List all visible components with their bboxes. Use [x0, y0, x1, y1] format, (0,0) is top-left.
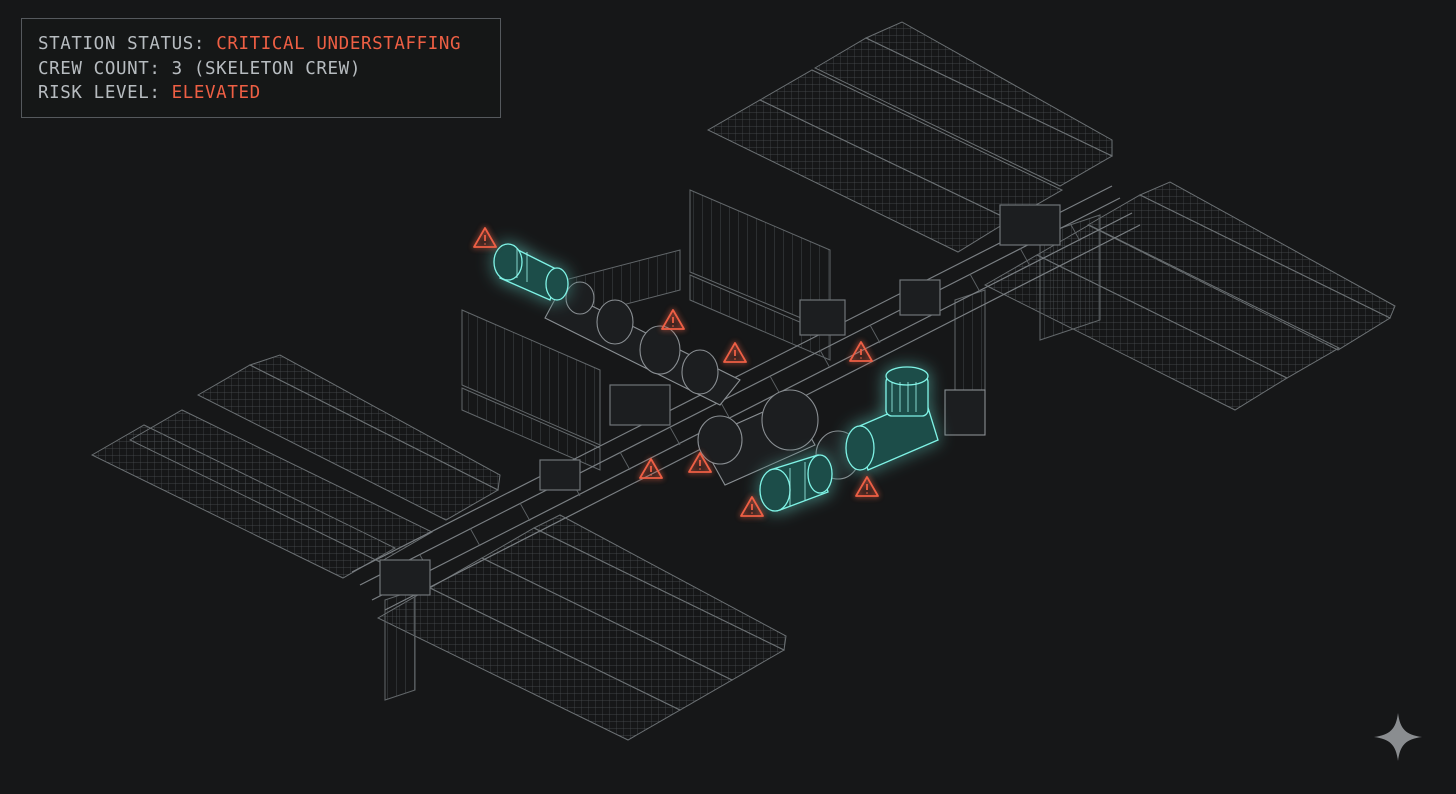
crew-count-value: 3 (SKELETON CREW): [172, 59, 361, 79]
radiator-panel: [385, 590, 415, 700]
truss-box: [1000, 205, 1060, 245]
warning-triangle-icon: [741, 497, 763, 516]
risk-level-value: ELEVATED: [172, 83, 261, 103]
truss-box: [540, 460, 580, 490]
truss-box: [900, 280, 940, 315]
truss-box: [800, 300, 845, 335]
node-module: [682, 350, 718, 394]
truss-box: [380, 560, 430, 595]
service-box: [945, 390, 985, 435]
lab-module-end: [698, 416, 742, 464]
warning-triangle-icon: [856, 477, 878, 496]
station-status-panel: STATION STATUS: CRITICAL UNDERSTAFFING C…: [21, 18, 501, 118]
warning-triangle-icon: [662, 310, 684, 329]
warning-triangle-icon: [850, 342, 872, 361]
sparkle-icon: [1372, 711, 1424, 763]
node-module: [597, 300, 633, 344]
crew-count-label: CREW COUNT:: [38, 59, 172, 79]
docking-port: [566, 282, 594, 314]
crew-count-line: CREW COUNT: 3 (SKELETON CREW): [38, 57, 500, 82]
highlighted-module-right: [846, 367, 938, 470]
risk-level-label: RISK LEVEL:: [38, 83, 172, 103]
warning-triangle-icon: [474, 228, 496, 247]
station-status-value: CRITICAL UNDERSTAFFING: [216, 34, 461, 54]
station-status-label: STATION STATUS:: [38, 34, 216, 54]
solar-array-lower-left: [92, 355, 786, 740]
highlighted-module-upper: [494, 244, 568, 300]
node-module: [640, 326, 680, 374]
station-status-line: STATION STATUS: CRITICAL UNDERSTAFFING: [38, 32, 500, 57]
warning-triangle-icon: [724, 343, 746, 362]
lab-module-end: [762, 390, 818, 450]
risk-level-line: RISK LEVEL: ELEVATED: [38, 81, 500, 106]
truss-box: [610, 385, 670, 425]
